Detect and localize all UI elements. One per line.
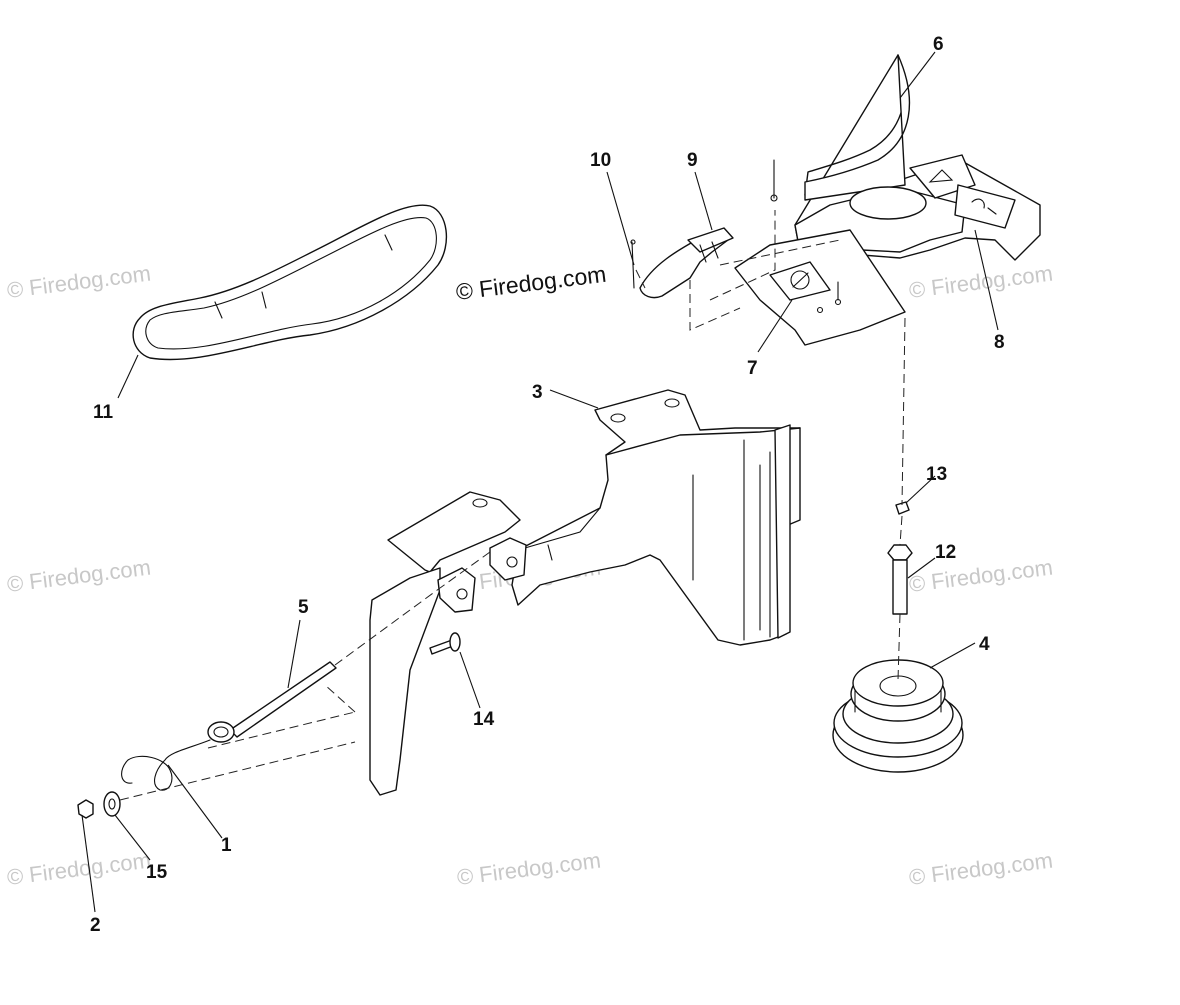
watermark: © Firedog.com [456,848,603,890]
rod-drawing [121,661,337,791]
callout-11: 11 [93,402,114,423]
watermark: © Firedog.com [908,555,1055,597]
callout-13: 13 [926,464,947,485]
deflector-shroud-drawing [794,54,1041,261]
watermark-main: © Firedog.com [454,261,607,305]
watermark: © Firedog.com [908,261,1055,303]
callout-15: 15 [146,862,168,883]
callout-12: 12 [935,542,956,563]
pin-drawing [630,159,778,289]
bolt-drawing [429,632,461,655]
pulley-drawing [832,659,964,773]
deflector-plate-drawing [734,229,906,346]
washer-drawing [103,791,121,817]
watermark: © Firedog.com [6,555,153,597]
belt-drawing [132,204,448,361]
callout-3: 3 [532,382,543,403]
leader-lines [81,51,999,913]
callout-4: 4 [979,634,990,655]
watermark: © Firedog.com [6,261,153,303]
nut-drawing [77,799,94,819]
callout-10: 10 [590,150,611,171]
callout-labels: 1 2 3 4 5 6 7 8 9 10 11 12 13 14 15 [90,34,1005,936]
assembly-lines [119,210,906,801]
mount-bracket-drawing [369,491,527,796]
callout-7: 7 [747,358,758,379]
main-bracket-drawing [511,389,801,646]
callout-2: 2 [90,915,101,936]
callout-9: 9 [687,150,698,171]
callout-8: 8 [994,332,1005,353]
callout-6: 6 [933,34,944,55]
callout-1: 1 [221,835,232,856]
watermark: © Firedog.com [6,848,153,890]
screw-drawing [887,501,913,615]
watermark: © Firedog.com [908,848,1055,890]
callout-5: 5 [298,597,309,618]
callout-14: 14 [473,709,495,730]
latch-drawing [639,227,734,299]
